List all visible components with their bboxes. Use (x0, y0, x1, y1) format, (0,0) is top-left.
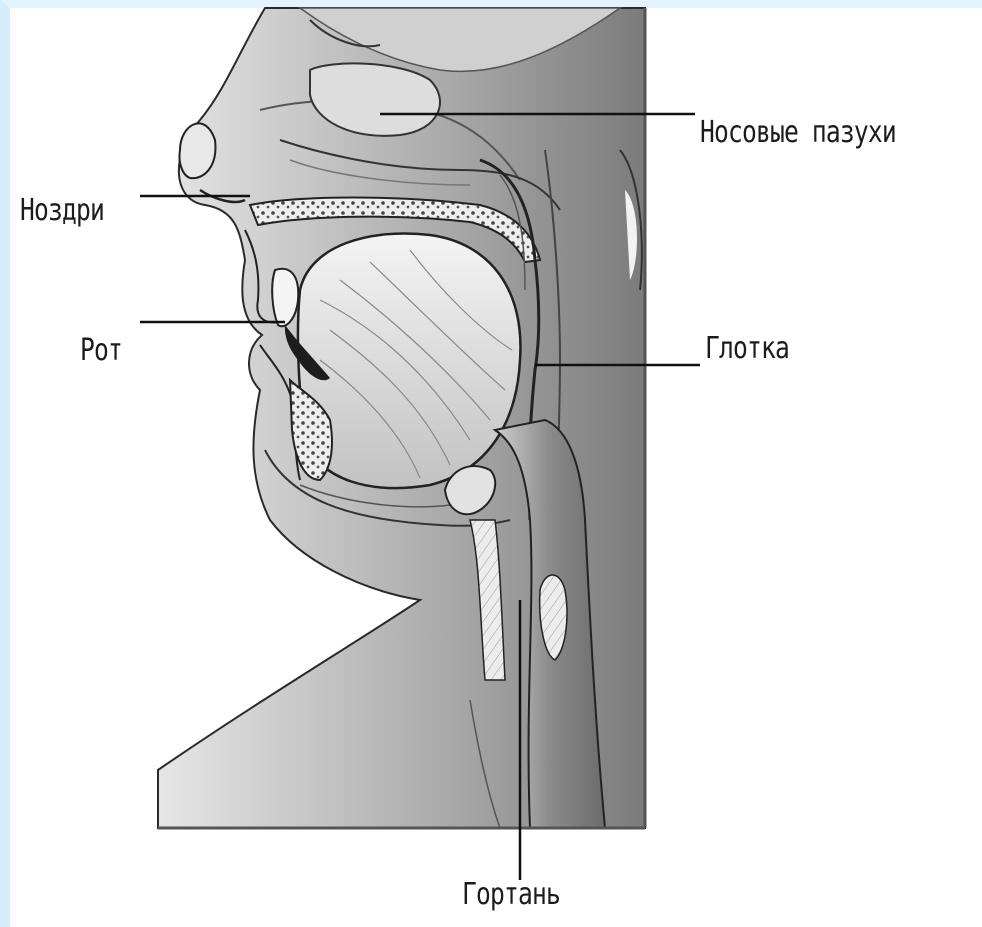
label-sinuses: Носовые пазухи (700, 118, 896, 148)
label-pharynx: Глотка (705, 334, 789, 364)
label-nostrils: Ноздри (20, 196, 104, 226)
label-mouth: Рот (80, 336, 122, 366)
label-larynx: Гортань (462, 880, 560, 910)
